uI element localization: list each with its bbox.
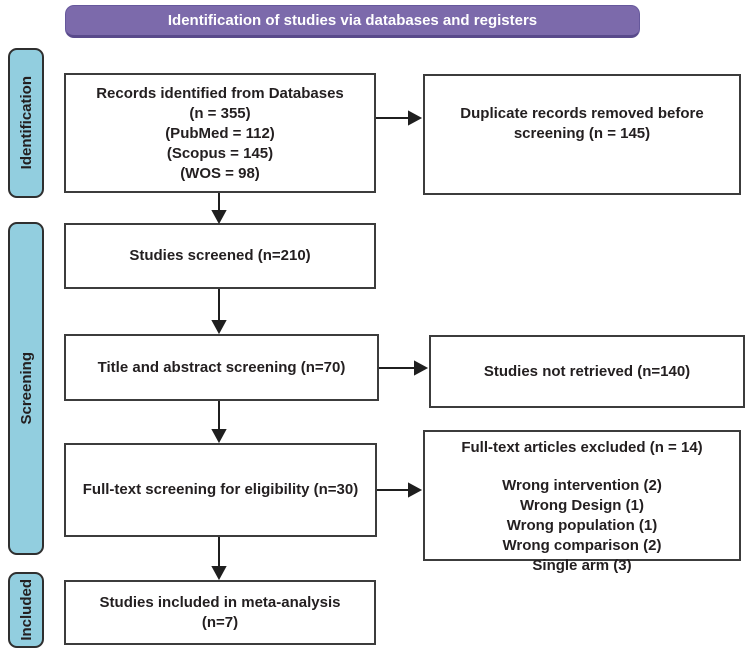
box-duplicate-records-removed: Duplicate records removed before screeni… xyxy=(423,74,741,195)
stage-label-included-text: Included xyxy=(17,579,35,641)
arrowhead-records-to-screened xyxy=(211,210,227,225)
box-title-abstract-screening: Title and abstract screening (n=70) xyxy=(64,334,379,401)
box-included-meta-analysis-text: Studies included in meta-analysis (n=7) xyxy=(99,593,341,631)
diagram-title: Identification of studies via databases … xyxy=(167,12,538,29)
box-title-abstract-screening-text: Title and abstract screening (n=70) xyxy=(97,358,346,376)
box-fulltext-excluded: Full-text articles excluded (n = 14) Wro… xyxy=(423,430,741,574)
stage-label-identification: Identification xyxy=(8,48,44,198)
stage-label-screening-text: Screening xyxy=(17,352,35,425)
stage-label-identification-text: Identification xyxy=(17,76,35,170)
stage-label-screening: Screening xyxy=(8,222,44,555)
arrowhead-screened-to-titleabs xyxy=(211,320,227,335)
arrowhead-records-to-duplicates xyxy=(408,110,423,126)
box-fulltext-excluded-reasons: Wrong intervention (2) Wrong Design (1) … xyxy=(502,477,662,574)
arrowhead-fulltext-to-excluded xyxy=(408,482,423,498)
arrowhead-titleabs-to-fulltext xyxy=(211,429,227,444)
box-fulltext-screening-text: Full-text screening for eligibility (n=3… xyxy=(82,481,359,498)
stage-label-included: Included xyxy=(8,572,44,648)
box-included-meta-analysis: Studies included in meta-analysis (n=7) xyxy=(64,580,376,645)
box-duplicate-records-removed-text: Duplicate records removed before screeni… xyxy=(460,105,704,142)
box-records-identified: Records identified from Databases (n = 3… xyxy=(64,73,376,193)
box-studies-not-retrieved-text: Studies not retrieved (n=140) xyxy=(483,362,691,380)
diagram-title-banner: Identification of studies via databases … xyxy=(65,5,640,38)
box-fulltext-excluded-title: Full-text articles excluded (n = 14) xyxy=(461,439,703,456)
arrowhead-fulltext-to-included xyxy=(211,566,227,581)
box-studies-screened: Studies screened (n=210) xyxy=(64,223,376,289)
box-fulltext-screening: Full-text screening for eligibility (n=3… xyxy=(64,443,377,537)
box-studies-screened-text: Studies screened (n=210) xyxy=(129,247,311,264)
arrowhead-titleabs-to-notretrieved xyxy=(414,360,429,376)
box-studies-not-retrieved: Studies not retrieved (n=140) xyxy=(429,335,745,408)
